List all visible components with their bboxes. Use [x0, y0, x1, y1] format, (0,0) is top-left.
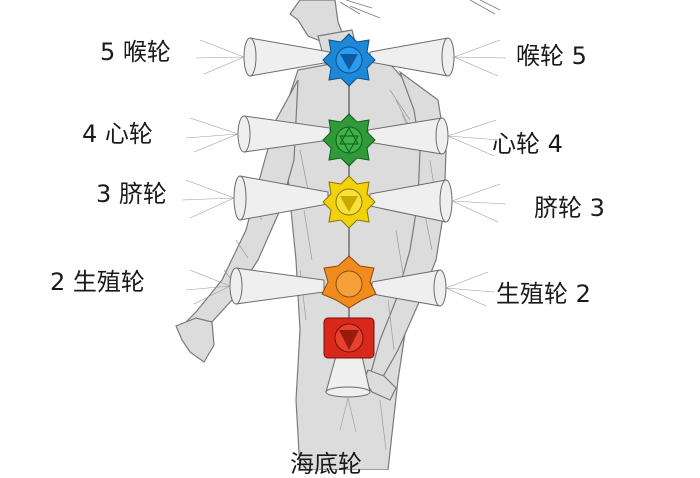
label-right-solar: 脐轮 3 [534, 194, 605, 222]
label-left-heart: 4 心轮 [82, 120, 153, 148]
label-root: 海底轮 [290, 450, 362, 478]
label-right-heart: 心轮 4 [492, 130, 563, 158]
label-right-sacral: 生殖轮 2 [496, 280, 591, 308]
orange-lotus-chakra-icon [321, 255, 377, 309]
green-lotus-chakra-icon [322, 113, 376, 167]
label-left-throat: 5 喉轮 [100, 38, 171, 66]
blue-lotus-chakra-icon [322, 33, 376, 87]
label-right-throat: 喉轮 5 [516, 42, 587, 70]
label-left-sacral: 2 生殖轮 [50, 268, 145, 296]
red-lotus-chakra-icon [323, 317, 375, 359]
body-silhouette [175, 0, 447, 470]
label-left-solar: 3 脐轮 [96, 180, 167, 208]
hair-strokes [339, 0, 501, 19]
yellow-lotus-chakra-icon [322, 175, 376, 229]
energy-rays [181, 39, 507, 433]
